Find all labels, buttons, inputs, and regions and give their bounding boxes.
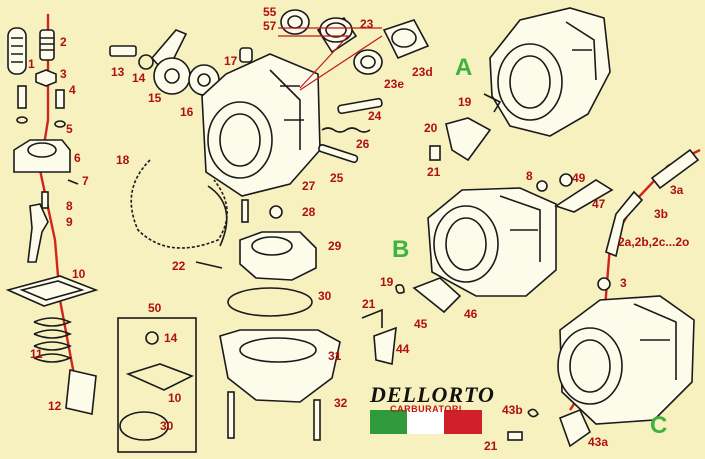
section-label-c: C — [650, 412, 668, 439]
dellorto-logo: DELLORTO CARBURATORI — [370, 372, 495, 434]
gasket-kit-box — [117, 317, 197, 453]
part-number-callout: 3 — [60, 67, 67, 81]
jets-and-seals-drawing — [278, 9, 430, 164]
part-number-callout: 30 — [160, 419, 174, 433]
part-number-callout: 12 — [48, 399, 62, 413]
part-number-callout: 46 — [464, 307, 478, 321]
part-number-callout: 3b — [654, 207, 669, 221]
part-number-callout: 23 — [360, 17, 374, 31]
part-number-callout: 2 — [60, 35, 67, 49]
logo-background — [370, 372, 482, 416]
main-body-drawing — [109, 29, 321, 197]
part-number-callout: 13 — [111, 65, 125, 79]
part-number-callout: 3a — [670, 183, 684, 197]
part-number-callout: 17 — [224, 54, 238, 68]
section-label-b: B — [392, 236, 410, 263]
part-number-callout: 10 — [72, 267, 86, 281]
part-number-callout: 50 — [148, 301, 162, 315]
part-number-callout: 31 — [328, 349, 342, 363]
part-number-callout: 8 — [66, 199, 73, 213]
logo-subtitle: CARBURATORI — [390, 404, 462, 414]
part-number-callout: 2a,2b,2c...2o — [618, 235, 690, 249]
part-number-callout: 16 — [180, 105, 194, 119]
part-number-callout: 25 — [330, 171, 344, 185]
part-number-callout: 9 — [66, 215, 73, 229]
part-number-callout: 26 — [356, 137, 370, 151]
part-number-callout: 1 — [28, 57, 35, 71]
part-number-callout: 27 — [302, 179, 316, 193]
part-number-callout: 15 — [148, 91, 162, 105]
part-number-callout: 28 — [302, 205, 316, 219]
part-number-callout: 19 — [380, 275, 394, 289]
part-number-callout: 23d — [412, 65, 433, 79]
logo-brand-text: DELLORTO — [370, 382, 495, 407]
part-number-callout: 19 — [458, 95, 472, 109]
part-number-callout: 7 — [82, 174, 89, 188]
part-number-callout: 44 — [396, 342, 410, 356]
part-number-callout: 20 — [424, 121, 438, 135]
part-number-callout: 8 — [526, 169, 533, 183]
part-number-callout: 5 — [66, 122, 73, 136]
part-number-callout: 49 — [572, 171, 586, 185]
body-c-drawing — [507, 148, 701, 448]
part-number-callout: 43b — [502, 403, 523, 417]
part-number-callout: 43a — [588, 435, 609, 449]
part-number-callout: 47 — [592, 197, 606, 211]
logo-tricolor-band — [370, 410, 482, 434]
part-number-callout: 32 — [334, 396, 348, 410]
part-number-callout: 22 — [172, 259, 186, 273]
part-number-callout: 55 — [263, 5, 277, 19]
part-number-callout: 45 — [414, 317, 428, 331]
part-number-callout: 24 — [368, 109, 382, 123]
float-bowl-drawing — [130, 159, 341, 441]
part-number-callout: 21 — [427, 165, 441, 179]
part-number-callout: 14 — [164, 331, 178, 345]
part-number-callout: 11 — [30, 347, 43, 361]
part-number-callout: 57 — [263, 19, 277, 33]
part-number-callout: 29 — [328, 239, 342, 253]
part-number-callout: 21 — [362, 297, 376, 311]
part-number-callout: 6 — [74, 151, 81, 165]
part-number-callout: 4 — [69, 83, 76, 97]
part-number-callout: 23e — [384, 77, 405, 91]
part-number-callout: 10 — [168, 391, 182, 405]
body-b-drawing — [361, 173, 614, 365]
part-number-callout: 14 — [132, 71, 146, 85]
part-number-callout: 18 — [116, 153, 130, 167]
part-number-callout: 3 — [620, 276, 627, 290]
part-number-callout: 21 — [484, 439, 498, 453]
throttle-assembly-drawing — [5, 14, 99, 415]
part-number-callout: 30 — [318, 289, 332, 303]
body-a-drawing — [429, 7, 611, 162]
section-label-a: A — [455, 54, 473, 81]
